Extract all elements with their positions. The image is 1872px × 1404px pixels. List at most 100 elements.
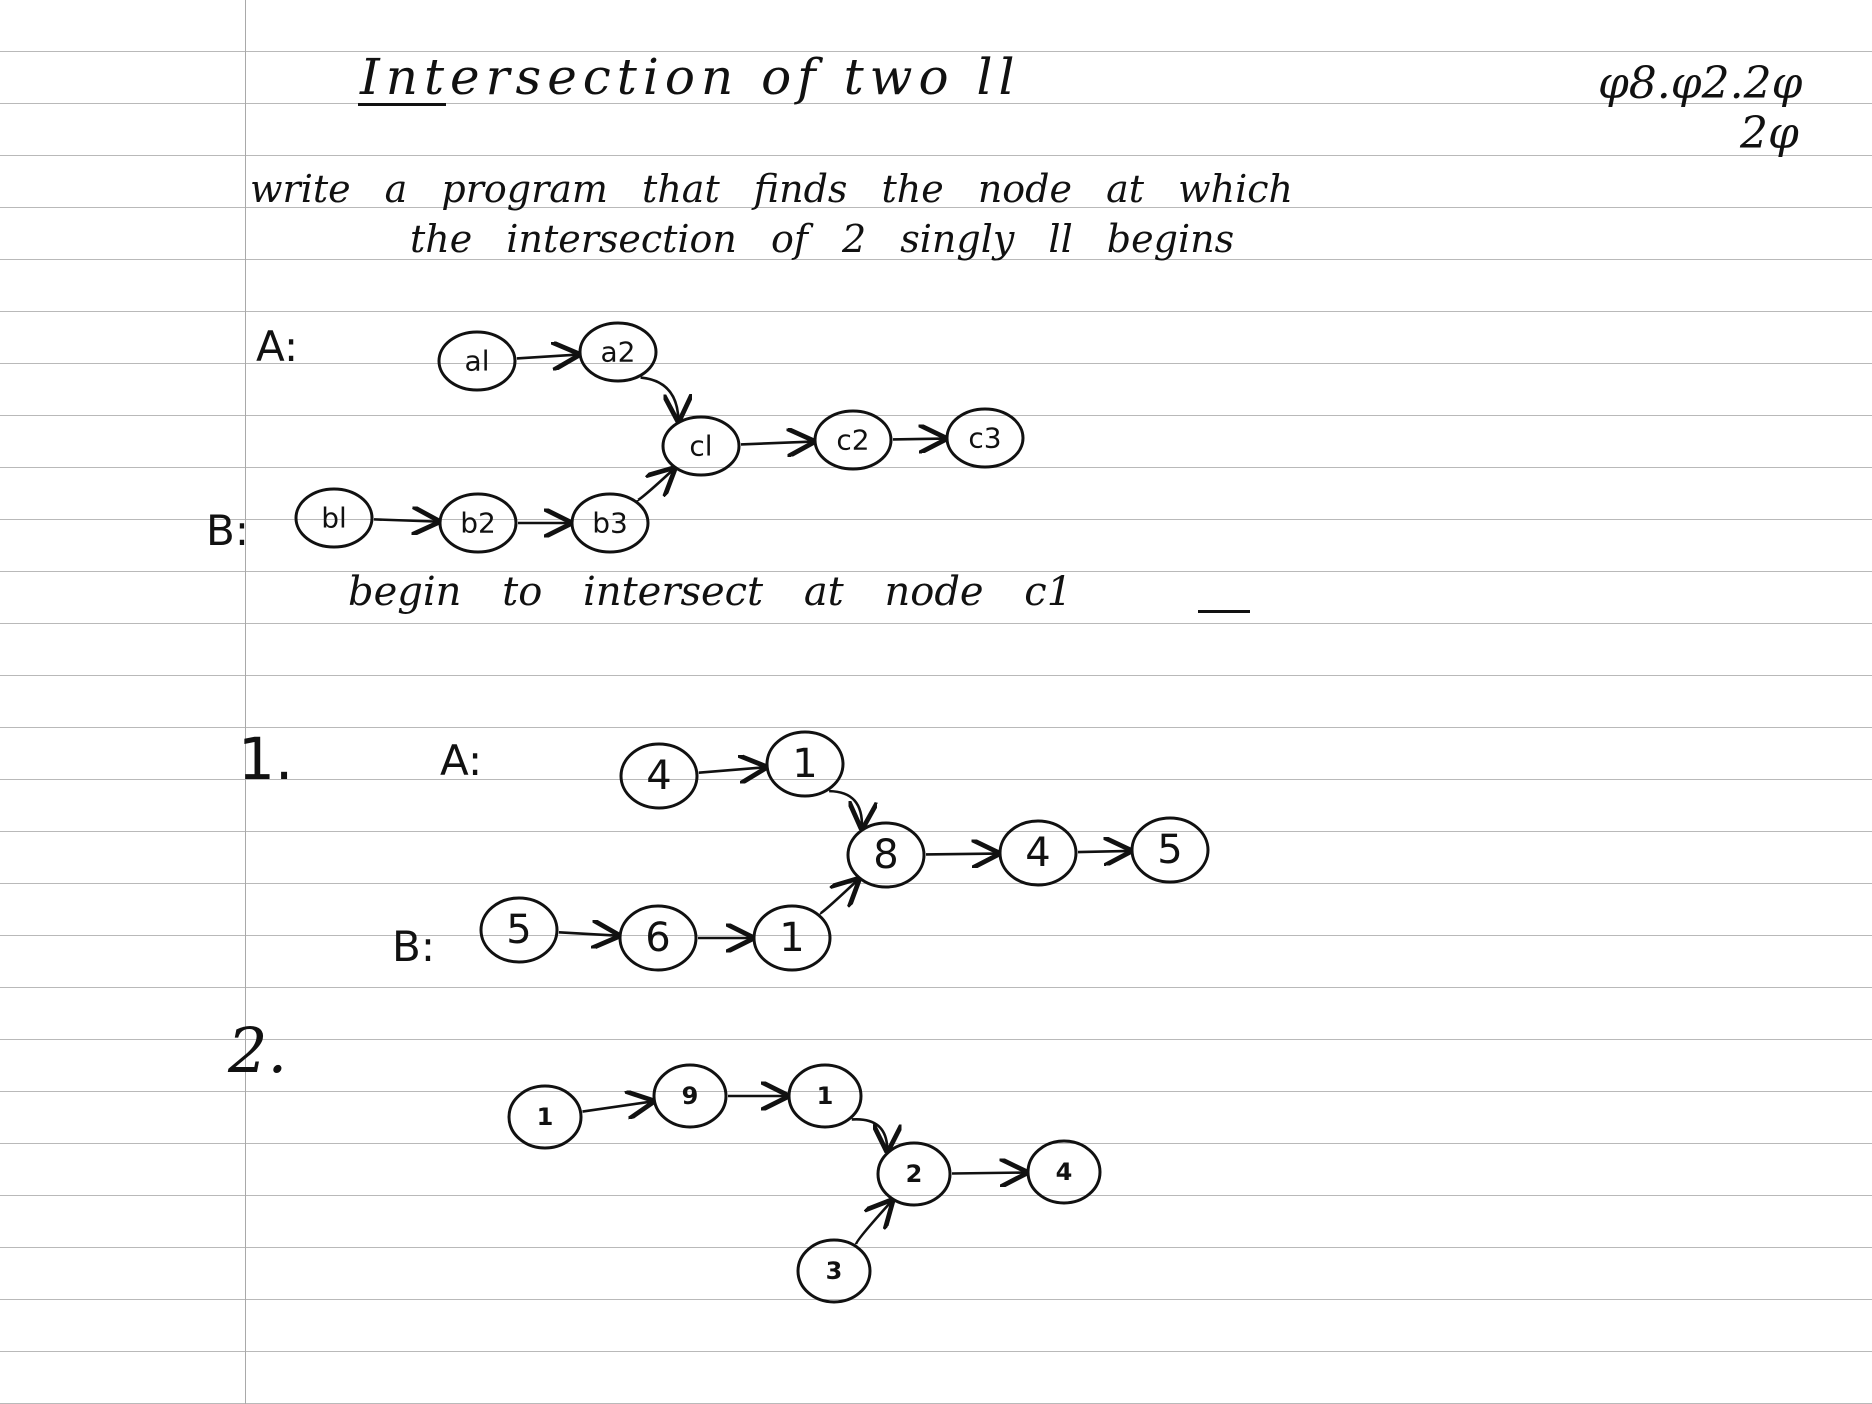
page-title: Intersection of two ll xyxy=(360,48,1021,106)
list-node-a1: 4 xyxy=(619,742,699,810)
edge-a2-to-c1 xyxy=(829,789,862,828)
node-label: al xyxy=(465,345,490,378)
list-node-c1: cl xyxy=(661,415,741,477)
list-node-a3: 1 xyxy=(787,1063,863,1129)
edge-a1-to-a2 xyxy=(582,1101,652,1111)
intersection-caption: begin to intersect at node c1 xyxy=(348,569,1073,615)
example-2-diagram: 1 9 1 2 4 3 xyxy=(507,1063,1102,1304)
node-label: 1 xyxy=(779,915,804,961)
node-circle xyxy=(945,407,1025,469)
node-circle xyxy=(578,321,658,383)
node-label: 1 xyxy=(792,741,817,787)
list-node-a1: al xyxy=(437,330,517,392)
node-label: 2 xyxy=(906,1160,923,1188)
node-label: c2 xyxy=(836,424,869,457)
edge-b3-to-c1 xyxy=(818,879,859,915)
problem-description-line-2: the intersection of 2 singly ll begins xyxy=(410,217,1235,261)
node-circle xyxy=(507,1084,583,1150)
node-label: 6 xyxy=(645,915,670,961)
edge-a2-to-c1 xyxy=(640,376,679,421)
node-label: 4 xyxy=(1056,1158,1073,1186)
list-node-a2: a2 xyxy=(578,321,658,383)
node-circle xyxy=(998,819,1078,887)
edge-b1-to-b2 xyxy=(558,932,618,935)
example-1-diagram: 4 1 8 4 5 5 6 1 xyxy=(479,730,1210,972)
node-label: 1 xyxy=(817,1082,834,1110)
list-node-a2: 1 xyxy=(765,730,845,798)
node-circle xyxy=(1026,1139,1102,1205)
node-label: 1 xyxy=(537,1103,554,1131)
list-node-b2: 6 xyxy=(618,904,698,972)
node-circle xyxy=(570,492,650,554)
list-node-b3: b3 xyxy=(570,492,650,554)
node-label: cl xyxy=(689,430,712,463)
list-node-c3: c3 xyxy=(945,407,1025,469)
title-underline xyxy=(358,103,446,106)
list-node-c3: 5 xyxy=(1130,816,1210,884)
problem-description-line-1: write a program that finds the node at w… xyxy=(250,167,1293,211)
node-circle xyxy=(813,409,893,471)
node-circle xyxy=(661,415,741,477)
list-node-c2: c2 xyxy=(813,409,893,471)
list-node-a1: 1 xyxy=(507,1084,583,1150)
node-label: bl xyxy=(321,502,347,535)
date-line-2: 2φ xyxy=(1740,108,1799,159)
node-label: b3 xyxy=(592,507,628,540)
list-node-a2: 9 xyxy=(652,1063,728,1129)
edge-a1-to-a2 xyxy=(698,767,765,772)
list-node-b2: b2 xyxy=(438,492,518,554)
node-circle xyxy=(876,1141,952,1207)
list-node-c1: 8 xyxy=(846,821,926,889)
node-circle xyxy=(752,904,832,972)
node-label: 5 xyxy=(1157,827,1182,873)
edge-c2-to-c3 xyxy=(1077,851,1130,852)
example-1-list-a-label: A: xyxy=(440,736,483,785)
example-0-diagram: al a2 cl c2 c3 bl b2 b3 xyxy=(294,321,1025,554)
list-node-c1: 2 xyxy=(876,1141,952,1207)
example-0-list-a-label: A: xyxy=(256,322,299,371)
margin-line xyxy=(245,0,246,1404)
list-node-b1: 3 xyxy=(796,1238,872,1304)
edge-c1-to-c2 xyxy=(925,854,998,855)
node-circle xyxy=(437,330,517,392)
edge-a1-to-a2 xyxy=(516,355,578,359)
edge-c1-to-c2 xyxy=(951,1173,1026,1174)
node-circle xyxy=(787,1063,863,1129)
node-circle xyxy=(479,896,559,964)
caption-underline xyxy=(1198,610,1250,613)
node-label: 8 xyxy=(873,832,898,878)
node-label: c3 xyxy=(968,422,1001,455)
list-node-c2: 4 xyxy=(1026,1139,1102,1205)
list-node-b3: 1 xyxy=(752,904,832,972)
node-circle xyxy=(765,730,845,798)
date-line-1: φ8.φ2.2φ xyxy=(1598,58,1803,109)
example-1-list-b-label: B: xyxy=(392,922,435,971)
edge-b1-to-c1 xyxy=(854,1201,892,1245)
example-1-number: 1. xyxy=(238,725,294,793)
node-label: 3 xyxy=(826,1257,843,1285)
node-circle xyxy=(619,742,699,810)
node-circle xyxy=(796,1238,872,1304)
edge-b1-to-b2 xyxy=(373,519,438,521)
node-label: 4 xyxy=(646,753,671,799)
list-node-b1: bl xyxy=(294,487,374,549)
node-circle xyxy=(652,1063,728,1129)
node-circle xyxy=(846,821,926,889)
edge-c1-to-c2 xyxy=(740,442,813,445)
node-label: 4 xyxy=(1025,830,1050,876)
edge-a3-to-c1 xyxy=(851,1118,888,1150)
example-2-number: 2. xyxy=(228,1014,288,1087)
node-circle xyxy=(618,904,698,972)
node-label: a2 xyxy=(601,336,636,369)
node-label: 5 xyxy=(506,907,531,953)
node-label: 9 xyxy=(682,1082,699,1110)
node-circle xyxy=(438,492,518,554)
edge-b3-to-c1 xyxy=(635,469,674,502)
list-node-c2: 4 xyxy=(998,819,1078,887)
edge-c2-to-c3 xyxy=(892,439,945,440)
node-label: b2 xyxy=(460,507,496,540)
node-circle xyxy=(294,487,374,549)
list-node-b1: 5 xyxy=(479,896,559,964)
